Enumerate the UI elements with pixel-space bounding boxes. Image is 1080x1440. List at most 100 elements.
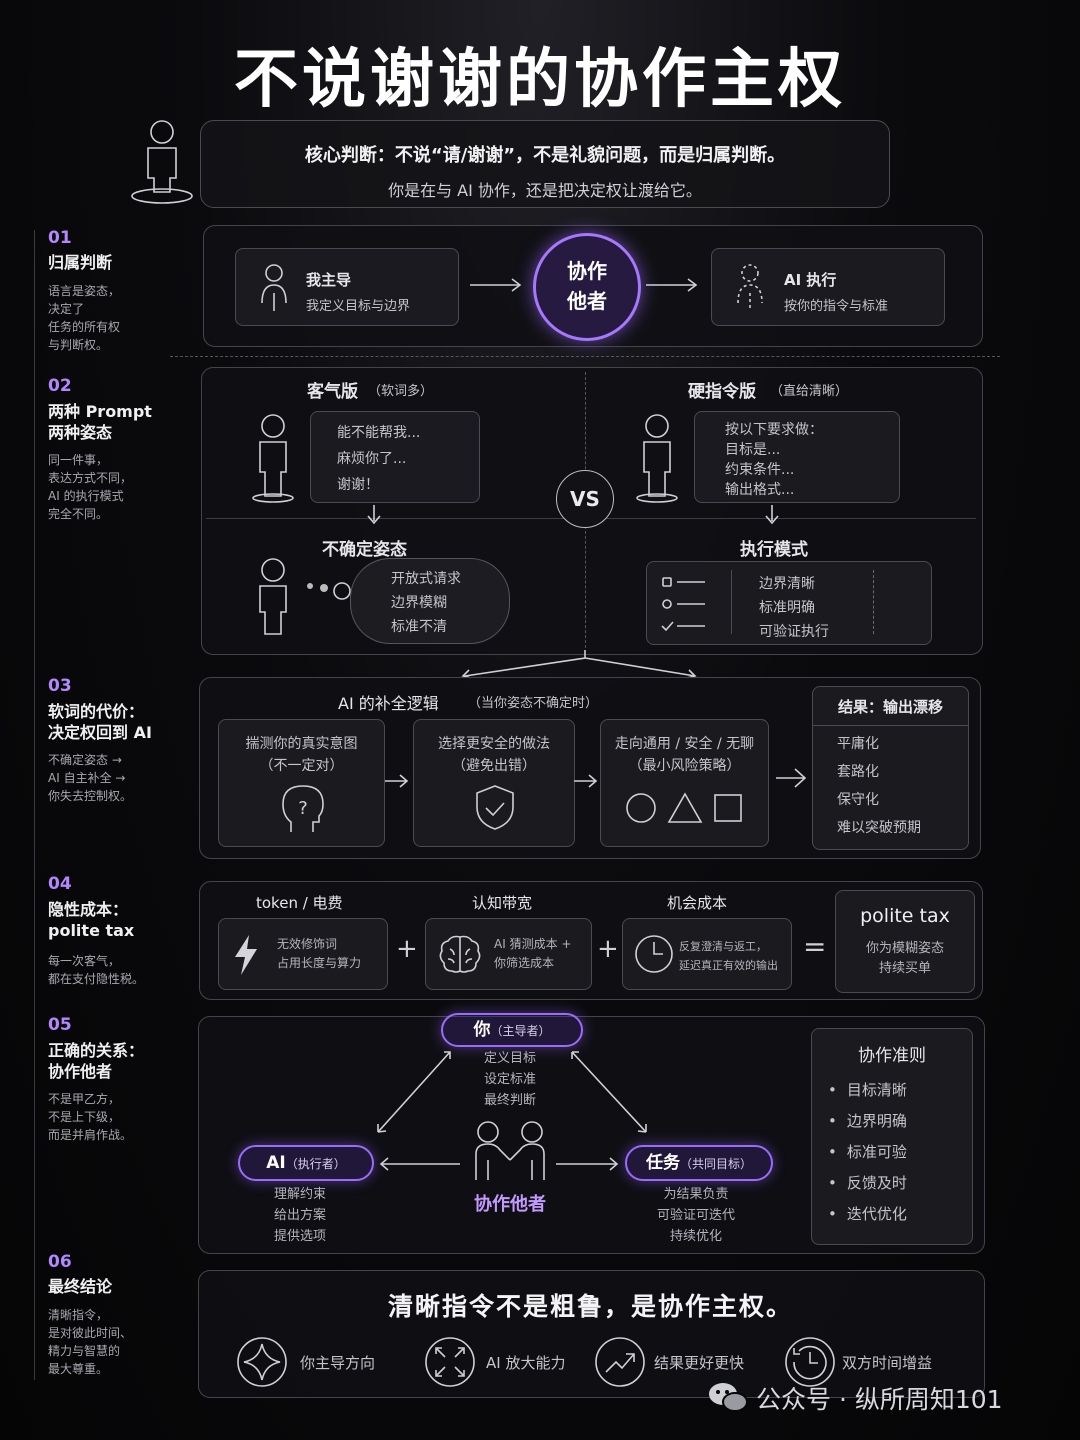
polite-version-title: 客气版 [307,382,358,402]
task-duties: 为结果负责 可验证可迭代 持续优化 [656,1187,735,1244]
checklist-icon [661,577,705,632]
section-06-desc: 清晰指令， 是对彼此时间、 精力与智慧的 最大尊重。 [48,1308,133,1376]
shield-check-icon [476,785,514,830]
section-06-title: 最终结论 [48,1277,113,1296]
guess-intent-text: 揣测你的真实意图 （不一定对） [245,736,358,774]
you-tag: （主导者） [490,1024,551,1038]
i-lead-title: 我主导 [306,271,352,289]
token-cost-card: 无效修饰词 占用长度与算力 [218,918,388,990]
completion-logic-header: AI 的补全逻辑 [338,694,439,713]
section-05-desc: 不是甲乙方， 不是上下级， 而是并肩作战。 [48,1092,133,1142]
divider [731,570,732,634]
lightning-icon [235,935,257,975]
shapes-icon [626,792,742,823]
conclusion-panel [198,1270,985,1398]
ai-execute-sub: 按你的指令与标准 [784,299,889,314]
fork-arrows [461,650,697,679]
opportunity-cost-label: 机会成本 [667,894,728,912]
rule-text: 目标清晰 [846,1081,907,1099]
conclusion-headline: 清晰指令不是粗鲁，是协作主权。 [387,1292,793,1321]
collaboration-rule-item: •标准可验 [828,1143,907,1161]
section-01-desc: 语言是姿态， 决定了 任务的所有权 与判断权。 [48,284,121,352]
arrow-right-icon [574,774,598,788]
guess-intent-card: 揣测你的真实意图 （不一定对） ? [218,719,385,847]
plus-sign: + [396,934,418,964]
generic-safe-card: 走向通用 / 安全 / 无聊 （最小风险策略） [600,719,769,847]
ai-tag: （执行者） [285,1157,346,1171]
ai-executor-pill: AI（执行者） [238,1145,374,1181]
generic-safe-text: 走向通用 / 安全 / 无聊 （最小风险策略） [614,736,755,774]
cognitive-bandwidth-label: 认知带宽 [472,894,533,912]
safer-choice-card: 选择更安全的做法 （避免出错） [413,719,575,847]
person-thinking-icon [259,558,351,635]
hard-speech-bubble: 按以下要求做： 目标是... 约束条件... 输出格式... [694,411,900,503]
cognitive-bandwidth-text: AI 猜测成本 + 你筛选成本 [494,937,572,970]
rule-text: 迭代优化 [846,1205,907,1223]
divider [873,570,874,634]
conclusion-item: 双方时间增益 [842,1354,933,1372]
execution-mode-card: 边界清晰 标准明确 可验证执行 [646,561,932,645]
collaborative-other-text: 协作他者 [474,1194,546,1215]
i-lead-sub: 我定义目标与边界 [306,299,411,314]
brain-icon [439,935,481,973]
output-drift-item: 保守化 [837,792,879,808]
arrow-right-icon [646,278,698,292]
section-02-number: 02 [48,376,72,396]
wechat-icon [709,1383,748,1412]
section-02-desc: 同一件事， 表达方式不同， AI 的执行模式 完全不同。 [48,453,133,521]
section-03-desc: 不确定姿态 → AI 自主补全 → 你失去控制权。 [48,753,133,803]
conclusion-item: AI 放大能力 [486,1354,566,1372]
section-05-number: 05 [48,1015,72,1035]
ai-label: AI [266,1153,286,1173]
relationship-arrows [377,1051,647,1171]
trend-up-icon [595,1337,645,1387]
section-01-number: 01 [48,228,72,248]
arrow-right-icon [385,774,409,788]
collaborative-other-label: 协作 他者 [567,259,607,313]
i-lead-card: 我主导 我定义目标与边界 [235,248,459,326]
person-icon [131,120,193,204]
section-05-title: 正确的关系： 协作他者 [48,1041,145,1081]
core-judgment-line2: 你是在与 AI 协作，还是把决定权让渡给它。 [388,181,702,200]
divider [170,356,1000,357]
timeline-line [34,230,35,1380]
safer-choice-text: 选择更安全的做法 （避免出错） [438,736,550,774]
handshake-people-icon [475,1121,545,1180]
output-drift-item: 难以突破预期 [837,820,921,836]
polite-speech-bubble: 能不能帮我... 麻烦你了... 谢谢！ [310,411,480,503]
collaboration-rule-item: •边界明确 [828,1112,907,1130]
rule-text: 边界明确 [846,1112,907,1130]
section-02-title: 两种 Prompt 两种姿态 [48,402,152,442]
ai-duties: 理解约束 给出方案 提供选项 [273,1187,326,1244]
collaboration-rules-card: 协作准则 •目标清晰 •边界明确 •标准可验 •反馈及时 •迭代优化 [811,1028,973,1245]
you-duties: 定义目标 设定标准 最终判断 [483,1051,536,1108]
hard-version-tag: （直给清晰） [770,384,849,399]
section-01-title: 归属判断 [48,253,113,272]
output-drift-title: 结果：输出漂移 [837,698,943,716]
polite-tax-result-card: polite tax 你为模糊姿态 持续买单 [835,890,975,993]
page-title: 不说谢谢的协作主权 [234,43,846,117]
opportunity-cost-text: 反复澄清与返工， 延迟真正有效的输出 [679,940,778,972]
section-04-desc: 每一次客气， 都在支付隐性税。 [48,954,145,986]
core-judgment-box: 核心判断：不说“请/谢谢”，不是礼貌问题，而是归属判断。 你是在与 AI 协作，… [200,120,890,208]
hard-version-title: 硬指令版 [688,382,756,402]
clock-icon [635,935,673,973]
arrow-down-icon [765,505,779,525]
vs-badge: VS [556,470,614,528]
core-judgment-line1: 核心判断：不说“请/谢谢”，不是礼貌问题，而是归属判断。 [304,145,786,166]
you-leader-pill: 你（主导者） [441,1013,583,1047]
completion-logic-tag: （当你姿态不确定时） [468,696,599,711]
execution-mode-lines: 边界清晰 标准明确 可验证执行 [759,576,829,640]
uncertain-posture-title: 不确定姿态 [322,540,407,560]
polite-version-tag: （软词多） [368,384,434,399]
output-drift-card: 结果：输出漂移 平庸化 套路化 保守化 难以突破预期 [812,686,969,850]
output-drift-item: 套路化 [837,764,879,780]
collaboration-rule-item: •目标清晰 [828,1081,907,1099]
watermark: 公众号 · 纵所周知101 [756,1385,1003,1414]
person-icon [252,414,294,503]
expand-icon [425,1337,475,1387]
task-goal-pill: 任务（共同目标） [625,1145,773,1181]
divider [813,725,968,726]
section-04-title: 隐性成本： polite tax [48,900,135,940]
ai-figure-icon [737,264,763,311]
